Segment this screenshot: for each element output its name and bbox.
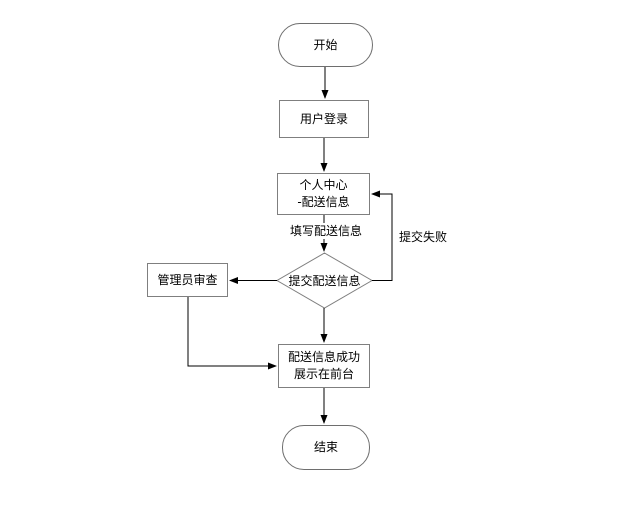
admin-review-node-label: 管理员审查 [157,272,218,287]
edge-submit-fail-to-center [371,190,393,281]
start-node-label: 开始 [313,37,338,52]
personal-center-node: 个人中心 -配送信息 [277,173,370,215]
personal-center-node-line2: -配送信息 [297,195,350,209]
submit-decision-node: 提交配送信息 [277,253,372,308]
admin-review-node: 管理员审查 [147,263,228,297]
user-login-node-label: 用户登录 [299,111,348,126]
display-success-node-line2: 展示在前台 [293,367,354,381]
user-login-node: 用户登录 [279,100,369,138]
display-success-node-line1: 配送信息成功 [287,350,360,364]
start-node: 开始 [278,23,373,67]
submit-decision-node-label: 提交配送信息 [288,274,361,288]
end-node-label: 结束 [313,440,338,454]
edge-review-to-display [187,297,277,370]
edge-label-submit-failed: 提交失败 [399,229,448,245]
personal-center-node-line1: 个人中心 [299,178,348,192]
display-success-node: 配送信息成功 展示在前台 [278,344,370,388]
end-node: 结束 [282,425,370,470]
edge-label-fill-delivery-info: 填写配送信息 [290,223,363,239]
